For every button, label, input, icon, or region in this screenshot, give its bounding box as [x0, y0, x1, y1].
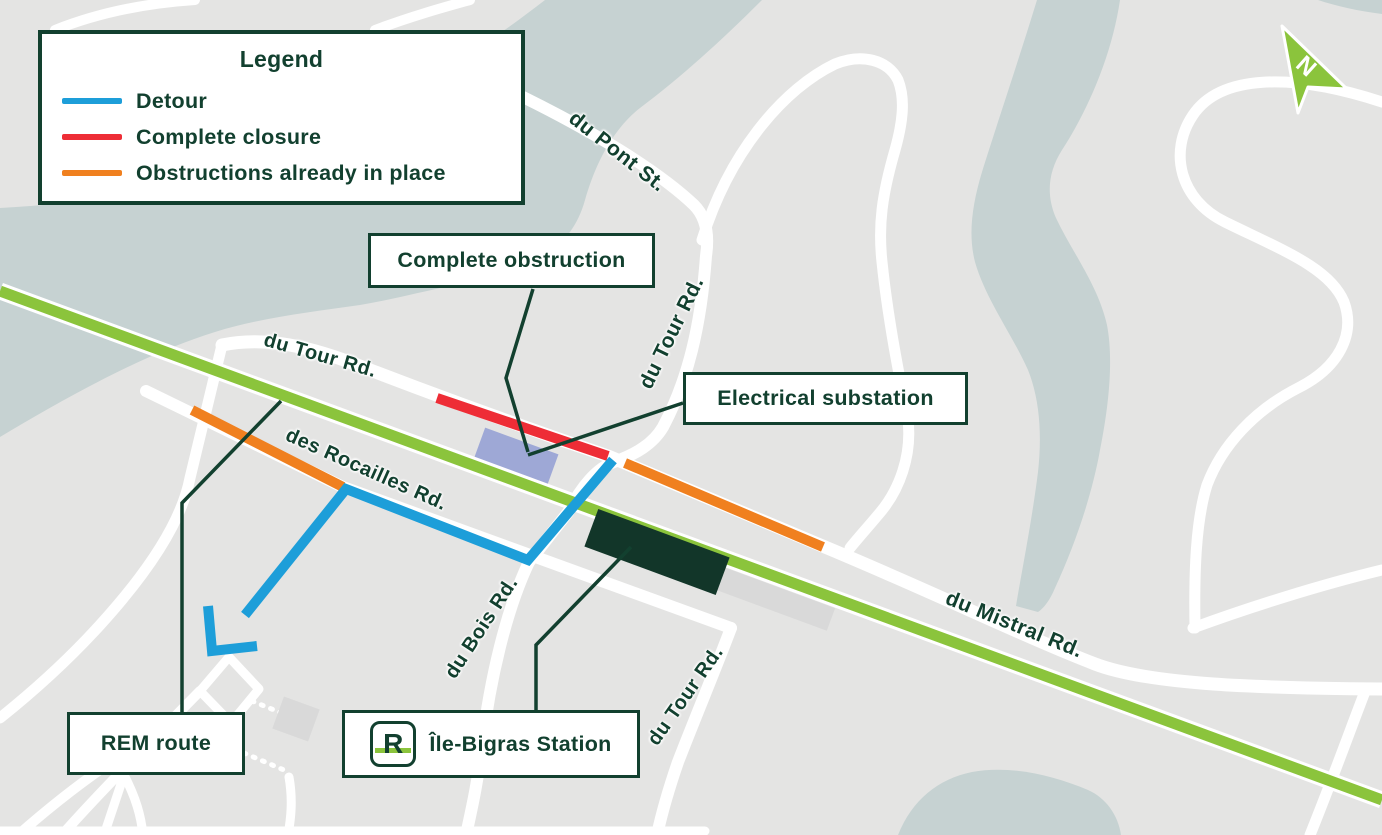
- leader-electrical-substation: [527, 401, 684, 457]
- obstruction-line-east: [623, 458, 825, 552]
- closure-swatch: [62, 134, 122, 140]
- road-top-stub2: [370, 0, 475, 35]
- path-dashed-2: [241, 750, 287, 773]
- leader-complete-obstruction: [504, 288, 535, 453]
- detour-swatch: [62, 98, 122, 104]
- legend-item-label: Obstructions already in place: [136, 160, 446, 185]
- road-right-loop: [1174, 76, 1382, 634]
- detour-arrowhead: [203, 605, 258, 657]
- ile-bigras-station-area: [584, 508, 730, 596]
- legend-item-label: Detour: [136, 88, 208, 113]
- legend-panel: Legend Detour Complete closure Obstructi…: [38, 30, 525, 205]
- road-du-pont-du-bois: [460, 91, 714, 835]
- road-branch-northeast: [1187, 564, 1382, 634]
- detour-path: [241, 456, 617, 619]
- legend-item-obstructions: Obstructions already in place: [62, 155, 521, 191]
- callout-complete-obstruction: Complete obstruction: [368, 233, 655, 288]
- building-gray-small: [272, 696, 320, 742]
- north-arrow-icon: [1280, 24, 1349, 115]
- rem-logo-icon: R: [370, 721, 417, 767]
- water-bottom-pond: [898, 769, 1121, 835]
- station-platform-shadow: [704, 563, 836, 631]
- obstruction-swatch: [62, 170, 122, 176]
- legend-title: Legend: [239, 46, 324, 72]
- callout-electrical-substation-label: Electrical substation: [717, 386, 934, 410]
- road-top-left-stub: [50, 0, 200, 35]
- callout-station-label: Île-Bigras Station: [429, 731, 612, 756]
- legend-item-detour: Detour: [62, 83, 521, 119]
- road-y-left: [99, 770, 129, 835]
- rem-logo-green-bar: [375, 748, 412, 753]
- callout-lines: [180, 288, 684, 713]
- water-right-river: [971, 0, 1120, 612]
- road-du-tour-bottom: [651, 622, 737, 835]
- callout-rem-route-label: REM route: [100, 731, 212, 755]
- water-left-river: [0, 0, 762, 437]
- leader-station: [534, 545, 633, 711]
- rem-logo-letter: R: [383, 728, 404, 759]
- road-middle-loop: [696, 53, 915, 554]
- electrical-substation-area: [473, 427, 559, 487]
- road-avenue-du-tour-mistral: [215, 335, 1382, 696]
- road-y-right: [119, 770, 148, 835]
- callout-station: R Île-Bigras Station: [342, 710, 640, 778]
- obstruction-line-west: [189, 405, 346, 492]
- legend-item-label: Complete closure: [136, 124, 322, 149]
- closure-line: [435, 393, 610, 461]
- callout-electrical-substation: Electrical substation: [683, 372, 968, 425]
- leader-rem-route: [180, 399, 283, 713]
- legend-item-closure: Complete closure: [62, 119, 521, 155]
- water-topright-sliver: [1318, 0, 1382, 14]
- road-bottom-right: [1304, 683, 1372, 835]
- callout-rem-route: REM route: [67, 712, 245, 775]
- callout-complete-obstruction-label: Complete obstruction: [397, 248, 626, 272]
- road-bottom-middle: [283, 772, 296, 835]
